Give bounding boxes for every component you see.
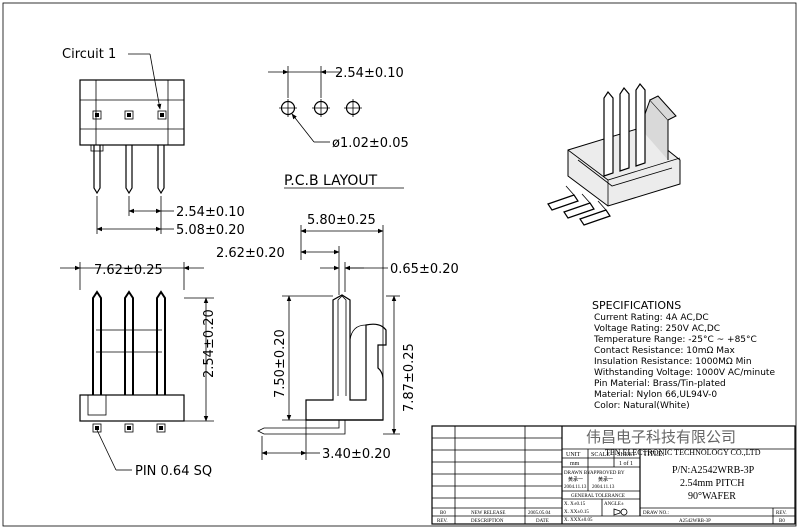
drawn-by-name: 黄承一 xyxy=(568,476,583,483)
approved-by-name: 黄承一 xyxy=(598,476,613,483)
rev-row-rev: B0 xyxy=(440,511,446,516)
dim-hole: ø1.02±0.05 xyxy=(332,136,409,151)
title-label: TITLE: xyxy=(643,450,664,458)
rev-head-rev: REV. xyxy=(437,519,448,524)
spec-line: Color: Natural(White) xyxy=(594,401,690,411)
rev-label: REV. xyxy=(776,511,787,516)
company-cn: 伟昌电子科技有限公司 xyxy=(586,428,736,446)
spec-line: Material: Nylon 66,UL94V-0 xyxy=(594,390,717,400)
wafer-text: 90°WAFER xyxy=(688,491,736,502)
dim-side-bottom: 3.40±0.20 xyxy=(322,447,391,462)
tolerance-label: GENERAL TOLERANCE xyxy=(571,494,625,499)
rev-head-date: DATE xyxy=(536,519,549,524)
side-view: 5.80±0.25 2.62±0.20 0.65±0.20 7.50±0.20 … xyxy=(216,213,459,462)
unit-label: UNIT xyxy=(566,452,581,458)
circuit-label: Circuit 1 xyxy=(62,47,116,62)
spec-line: Contact Resistance: 10mΩ Max xyxy=(594,346,736,356)
part-number: P/N:A2542WRB-3P xyxy=(672,465,755,476)
sheet-value: 1 of 1 xyxy=(619,460,633,467)
spec-line: Pin Material: Brass/Tin-plated xyxy=(594,379,726,389)
sheet-label: SHEET xyxy=(617,452,636,458)
tol-3: X. XXX±0.05 xyxy=(564,518,593,523)
rev-head-desc: DESCRIPTION xyxy=(471,519,504,524)
dim-pitch-front: 2.54±0.10 xyxy=(176,205,245,220)
dim-height-body: 2.54±0.20 xyxy=(202,309,217,378)
specifications: SPECIFICATIONS Current Rating: 4A AC,DC … xyxy=(592,299,775,411)
dim-side-left: 2.62±0.20 xyxy=(216,246,285,261)
approved-by-date: 2004.11.13 xyxy=(592,485,615,490)
angle-label: ANGLE± xyxy=(604,502,624,507)
spec-line: Insulation Resistance: 1000MΩ Min xyxy=(594,357,752,367)
unit-value: mm xyxy=(570,461,580,467)
dim-side-top: 5.80±0.25 xyxy=(307,213,376,228)
approved-by-label: APPROVED BY xyxy=(590,471,625,476)
rev-row-date: 2005.05.04 xyxy=(528,511,551,516)
pcb-layout-label: P.C.B LAYOUT xyxy=(284,173,378,189)
top-view: Circuit 1 2.54±0.10 5.08±0.20 xyxy=(62,47,245,238)
spec-line: Withstanding Voltage: 1000V AC/minute xyxy=(594,368,775,378)
dim-pitch-pcb: 2.54±0.10 xyxy=(335,66,404,81)
rev-value: B0 xyxy=(779,519,785,524)
scale-label: SCALE xyxy=(591,452,610,458)
spec-title: SPECIFICATIONS xyxy=(592,299,681,312)
spec-line: Current Rating: 4A AC,DC xyxy=(594,313,709,323)
dim-width-body: 7.62±0.25 xyxy=(94,263,163,278)
pitch-text: 2.54mm PITCH xyxy=(680,478,744,489)
pin-label: PIN 0.64 SQ xyxy=(135,464,212,479)
front-view: 7.62±0.25 2.54±0.20 PIN 0.64 SQ xyxy=(60,262,217,479)
draw-no-value: A2542WRB-3P xyxy=(679,519,711,524)
pcb-layout: 2.54±0.10 ø1.02±0.05 P.C.B LAYOUT xyxy=(268,66,409,189)
isometric-view xyxy=(547,82,681,226)
drawn-by-label: DRAWN BY xyxy=(564,471,591,476)
dim-side-total: 7.87±0.25 xyxy=(402,343,417,412)
drawn-by-date: 2004.11.13 xyxy=(564,485,587,490)
tol-2: X. XX±0.15 xyxy=(564,510,589,515)
spec-line: Temperature Range: -25°C ~ +85°C xyxy=(593,335,757,345)
spec-line: Voltage Rating: 250V AC,DC xyxy=(594,324,720,334)
dim-side-pin: 0.65±0.20 xyxy=(390,262,459,277)
draw-no-label: DRAW NO.: xyxy=(643,511,669,516)
tol-1: X. X±0.15 xyxy=(564,502,586,507)
title-block: 伟昌电子科技有限公司 TEN ELECTRONIC TECHNOLOGY CO.… xyxy=(431,425,796,525)
rev-row-desc: NEW RELEASE xyxy=(471,511,506,516)
projection-symbol-icon xyxy=(613,508,628,516)
dim-total-front: 5.08±0.20 xyxy=(176,223,245,238)
dim-side-height: 7.50±0.20 xyxy=(273,329,288,398)
company-en: TEN ELECTRONIC TECHNOLOGY CO.,LTD xyxy=(605,448,761,457)
